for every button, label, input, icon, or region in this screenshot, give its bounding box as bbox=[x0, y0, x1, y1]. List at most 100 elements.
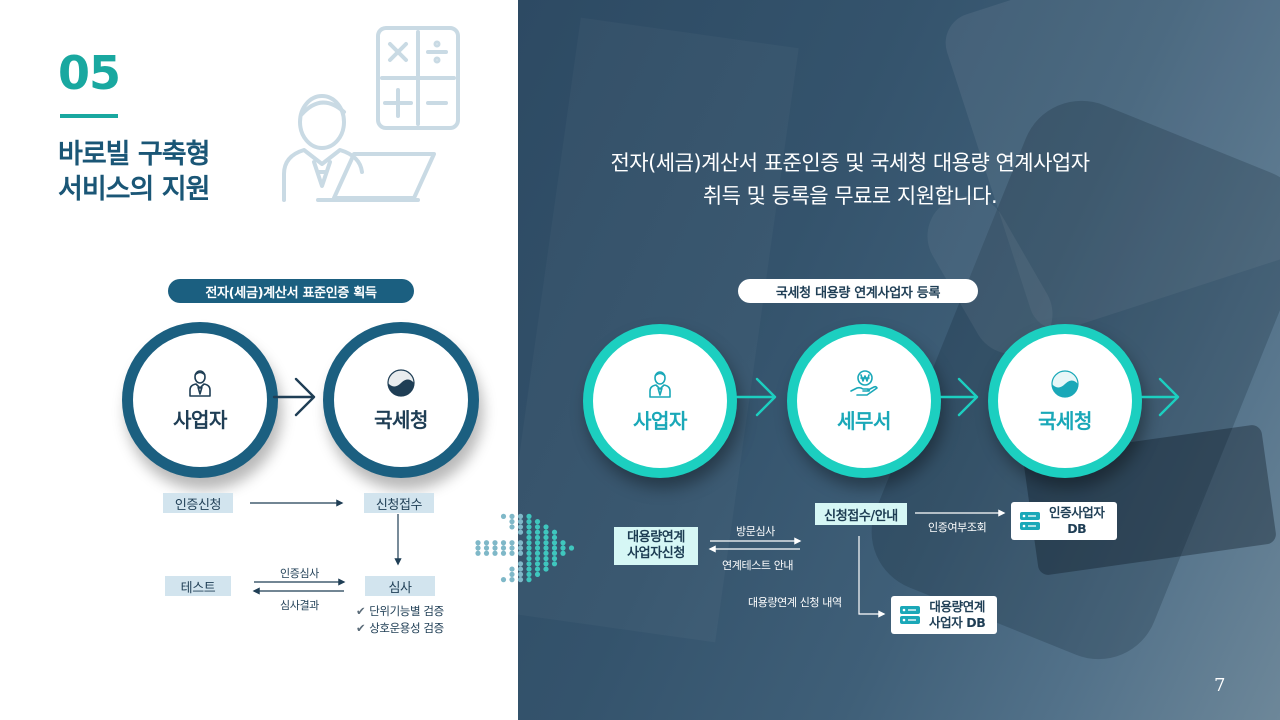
arrow-dot bbox=[509, 540, 515, 546]
arrow-dot bbox=[526, 524, 532, 530]
left-circle-business: 사업자 bbox=[122, 322, 278, 478]
arrow-dot bbox=[475, 540, 481, 546]
arrow-dot bbox=[526, 566, 532, 572]
arrow-dot bbox=[543, 545, 549, 551]
arrow-dot bbox=[534, 550, 541, 556]
arrow-dot bbox=[500, 577, 507, 583]
right-circle-tax-office: 세무서 bbox=[787, 324, 941, 478]
left-flow-title-pill: 전자(세금)계산서 표준인증 획득 bbox=[168, 279, 414, 303]
arrow-dot bbox=[526, 540, 532, 546]
circle-inner: 국세청 bbox=[998, 334, 1132, 468]
check-icon: ✔ bbox=[356, 604, 366, 618]
step-receive-guide: 신청접수/안내 bbox=[815, 503, 907, 525]
arrow-dot bbox=[526, 519, 532, 525]
step-bulk-apply-line-1: 대용량연계 bbox=[627, 529, 685, 545]
check-item: ✔단위기능별 검증 bbox=[356, 603, 444, 619]
db-label: 인증사업자 DB bbox=[1049, 505, 1105, 538]
arrow-dot bbox=[534, 524, 541, 530]
nts-emblem-icon bbox=[1051, 369, 1079, 398]
circle-inner: 사업자 bbox=[593, 334, 727, 468]
arrow-dot bbox=[517, 519, 524, 525]
arrow-dot bbox=[526, 577, 532, 583]
headline: 전자(세금)계산서 표준인증 및 국세청 대용량 연계사업자 취득 및 등록을 … bbox=[560, 147, 1140, 212]
label-test-guide: 연계테스트 안내 bbox=[722, 559, 794, 572]
circle-inner: 국세청 bbox=[334, 333, 468, 467]
arrow-dot bbox=[517, 529, 524, 535]
arrow-dot bbox=[517, 513, 524, 519]
arrow-dot bbox=[509, 571, 515, 577]
circle-label: 세무서 bbox=[837, 408, 891, 433]
arrow-dot bbox=[500, 550, 507, 556]
label-review-result: 심사결과 bbox=[280, 599, 319, 612]
arrow-dot bbox=[475, 550, 481, 556]
database-icon bbox=[1020, 512, 1040, 530]
circle-label: 국세청 bbox=[1038, 408, 1092, 433]
headline-line-1: 전자(세금)계산서 표준인증 및 국세청 대용량 연계사업자 bbox=[610, 151, 1090, 175]
arrow-dot bbox=[560, 540, 566, 546]
arrow-dot bbox=[517, 545, 524, 551]
arrow-dot bbox=[534, 540, 541, 546]
arrow-dot bbox=[534, 545, 541, 551]
arrow-dot bbox=[543, 550, 549, 556]
step-test: 테스트 bbox=[165, 576, 231, 596]
arrow-dot bbox=[543, 529, 549, 535]
check-item-text: 상호운용성 검증 bbox=[369, 621, 444, 635]
arrow-dot bbox=[509, 513, 515, 519]
calculator-person-illustration-icon bbox=[282, 26, 460, 202]
arrow-dot bbox=[543, 566, 549, 572]
arrow-dot bbox=[517, 550, 524, 556]
arrow-dot bbox=[560, 550, 566, 556]
arrow-dot bbox=[483, 545, 490, 551]
label-visit-review: 방문심사 bbox=[736, 525, 775, 538]
arrow-dot bbox=[500, 540, 507, 546]
arrow-dot bbox=[483, 550, 490, 556]
arrow-dot bbox=[492, 545, 498, 551]
arrow-dot bbox=[517, 540, 524, 546]
arrow-dot bbox=[534, 566, 541, 572]
arrow-dot bbox=[543, 555, 549, 562]
arrow-dot bbox=[551, 540, 558, 546]
arrow-dot bbox=[551, 550, 558, 556]
arrow-dot bbox=[517, 524, 524, 530]
nts-emblem-icon bbox=[387, 368, 415, 397]
arrow-dot bbox=[517, 577, 524, 583]
circle-inner: 세무서 bbox=[797, 334, 931, 468]
arrow-dot bbox=[534, 534, 541, 541]
label-cert-review: 인증심사 bbox=[280, 567, 319, 580]
arrow-dot bbox=[526, 534, 532, 541]
headline-line-2: 취득 및 등록을 무료로 지원합니다. bbox=[702, 183, 998, 208]
db-label-line-1: 인증사업자 bbox=[1049, 504, 1105, 520]
section-title: 바로빌 구축형 서비스의 지원 bbox=[58, 138, 210, 207]
arrow-dot bbox=[509, 524, 515, 530]
arrow-dot bbox=[492, 540, 498, 546]
right-circle-business: 사업자 bbox=[583, 324, 737, 478]
arrow-dot bbox=[534, 571, 541, 577]
left-circle-nts: 국세청 bbox=[323, 322, 479, 478]
arrow-dot bbox=[543, 561, 549, 567]
arrow-dot bbox=[526, 529, 532, 535]
chevron-right-icon bbox=[935, 377, 979, 417]
arrow-dot bbox=[492, 550, 498, 556]
db-bulk-business: 대용량연계 사업자 DB bbox=[891, 596, 997, 634]
step-review: 심사 bbox=[365, 576, 435, 596]
chevron-right-icon bbox=[1136, 377, 1180, 417]
circle-label: 사업자 bbox=[633, 408, 687, 433]
arrow-dot bbox=[509, 545, 515, 551]
check-icon: ✔ bbox=[356, 621, 366, 635]
arrow-dot bbox=[517, 571, 524, 577]
arrow-dot bbox=[526, 550, 532, 556]
person-icon bbox=[189, 369, 211, 397]
db-label-line-1: 대용량연계 bbox=[929, 598, 985, 614]
chevron-right-icon bbox=[733, 377, 777, 417]
db-label: 대용량연계 사업자 DB bbox=[929, 598, 986, 632]
arrow-dot bbox=[543, 524, 549, 530]
database-icon bbox=[900, 606, 920, 624]
circle-label: 국세청 bbox=[374, 407, 428, 432]
arrow-dot bbox=[551, 545, 558, 551]
chevron-right-icon bbox=[272, 377, 316, 417]
section-number: 05 bbox=[58, 46, 121, 100]
arrow-dot bbox=[526, 513, 532, 519]
arrow-dot bbox=[543, 540, 549, 546]
step-receive-application: 신청접수 bbox=[364, 493, 434, 513]
arrow-dot bbox=[551, 529, 558, 535]
